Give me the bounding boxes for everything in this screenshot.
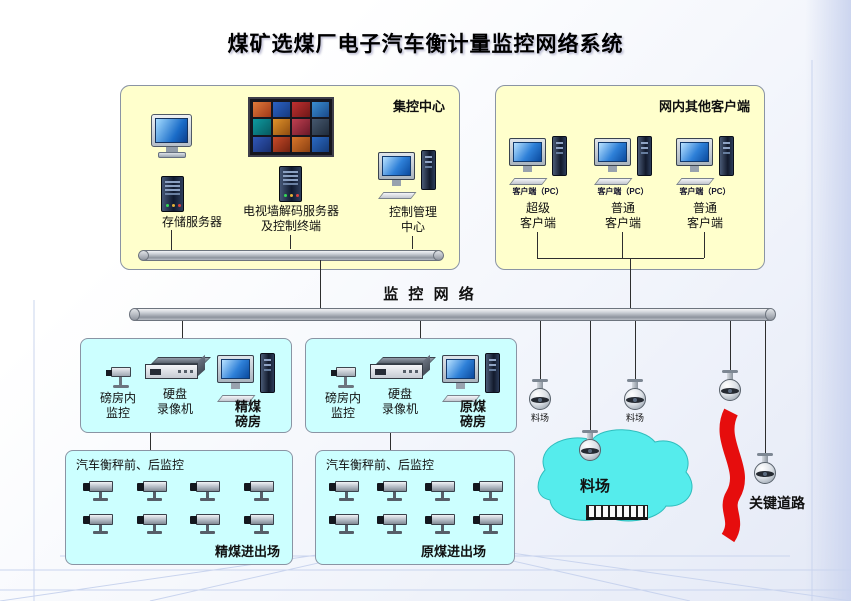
connector-line	[630, 258, 631, 308]
cctv-camera-icon	[80, 478, 116, 504]
weighbridge-pc-icon	[217, 351, 275, 403]
stockyard-building-icon	[586, 505, 648, 520]
storage-server-label: 存储服务器	[161, 215, 222, 229]
connector-line	[765, 321, 766, 453]
dvr-icon	[370, 354, 436, 382]
weighbridge-box-right: 磅房内 监控 硬盘 录像机 原煤 磅房	[305, 338, 517, 433]
control-pc-icon	[378, 148, 436, 200]
connector-line	[730, 321, 731, 370]
other-clients-box: 网内其他客户端 客户端（PC） 客户端（PC） 客户端（PC） 超级 客户端 普…	[495, 85, 765, 270]
connector-line	[540, 321, 541, 379]
decoder-server-label: 电视墙解码服务器 及控制终端	[242, 204, 339, 233]
dome-camera-label: 料场	[530, 413, 549, 423]
connector-line	[537, 232, 538, 258]
cctv-camera-icon	[241, 478, 277, 504]
weighbridge-box-left: 磅房内 监控 硬盘 录像机 精煤 磅房	[80, 338, 292, 433]
weighbridge-pc-icon	[442, 351, 500, 403]
other-clients-title: 网内其他客户端	[658, 99, 750, 114]
right-gradient-band	[805, 0, 851, 601]
client-pc-icon	[676, 134, 734, 186]
connector-line	[622, 232, 623, 258]
control-mgmt-label: 控制管理 中心	[388, 205, 437, 234]
connector-line	[290, 235, 291, 249]
connector-line	[171, 230, 172, 250]
connector-line	[590, 321, 591, 430]
gate-footer: 原煤进出场	[420, 544, 486, 559]
dvr-label: 硬盘 录像机	[381, 387, 418, 416]
gate-title: 汽车衡秤前、后监控	[326, 458, 435, 472]
gate-box-right: 汽车衡秤前、后监控 原煤进出场	[315, 450, 515, 565]
gate-title: 汽车衡秤前、后监控	[76, 458, 185, 472]
road-shape	[719, 408, 745, 543]
cctv-camera-icon	[374, 511, 410, 537]
connector-line	[412, 236, 413, 249]
tv-wall-icon	[248, 97, 334, 157]
dome-camera-icon	[575, 430, 605, 466]
client-tag: 客户端（PC）	[679, 187, 731, 196]
monitor-icon	[149, 114, 195, 160]
mini-camera-icon	[103, 365, 137, 393]
client-name: 超级 客户端	[519, 201, 556, 230]
dome-camera-icon	[525, 379, 555, 415]
gate-box-left: 汽车衡秤前、后监控 精煤进出场	[65, 450, 293, 565]
client-name: 普通 客户端	[686, 201, 723, 230]
dome-camera-icon	[750, 453, 780, 489]
network-bus	[129, 308, 776, 321]
inner-network-bus	[138, 250, 444, 261]
cctv-camera-icon	[241, 511, 277, 537]
cctv-camera-icon	[80, 511, 116, 537]
cctv-camera-icon	[187, 511, 223, 537]
dome-camera-icon	[620, 379, 650, 415]
weighbridge-name-label: 精煤 磅房	[234, 399, 261, 429]
page-title: 煤矿选煤厂电子汽车衡计量监控网络系统	[227, 33, 624, 56]
network-bus-label: 监 控 网 络	[383, 286, 477, 303]
connector-line	[420, 321, 421, 338]
connector-line	[704, 232, 705, 258]
dome-camera-label: 料场	[625, 413, 644, 423]
cctv-camera-icon	[326, 478, 362, 504]
gate-footer: 精煤进出场	[214, 544, 280, 559]
connector-line	[182, 321, 183, 338]
cctv-camera-icon	[422, 478, 458, 504]
connector-line	[537, 258, 704, 259]
dvr-icon	[145, 354, 211, 382]
cctv-camera-icon	[374, 478, 410, 504]
cctv-camera-icon	[134, 511, 170, 537]
connector-line	[150, 433, 151, 450]
road-label: 关键道路	[749, 495, 805, 511]
connector-line	[390, 433, 391, 450]
camera-grid	[326, 478, 508, 537]
control-center-title: 集控中心	[392, 99, 445, 114]
cctv-camera-icon	[422, 511, 458, 537]
cctv-camera-icon	[470, 478, 506, 504]
connector-line	[320, 260, 321, 308]
weighbridge-name-label: 原煤 磅房	[459, 399, 486, 429]
client-name: 普通 客户端	[604, 201, 641, 230]
dvr-label: 硬盘 录像机	[156, 387, 193, 416]
storage-server-icon	[161, 176, 184, 212]
room-camera-label: 磅房内 监控	[324, 391, 361, 420]
client-pc-icon	[594, 134, 652, 186]
cctv-camera-icon	[134, 478, 170, 504]
mini-camera-icon	[328, 365, 362, 393]
connector-line	[635, 321, 636, 379]
client-tag: 客户端（PC）	[597, 187, 649, 196]
cctv-camera-icon	[187, 478, 223, 504]
camera-grid	[80, 478, 284, 537]
client-pc-icon	[509, 134, 567, 186]
decoder-server-icon	[279, 166, 302, 202]
room-camera-label: 磅房内 监控	[99, 391, 136, 420]
client-tag: 客户端（PC）	[512, 187, 564, 196]
dome-camera-icon	[715, 370, 745, 406]
stockyard-label: 料场	[579, 478, 610, 495]
cctv-camera-icon	[470, 511, 506, 537]
cctv-camera-icon	[326, 511, 362, 537]
